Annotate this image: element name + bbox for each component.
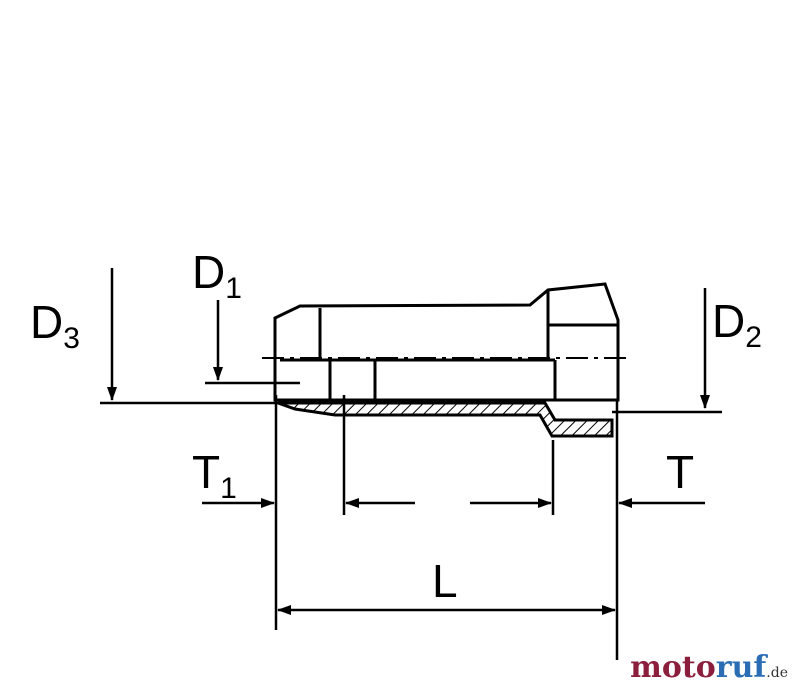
label-d3: D3: [30, 296, 80, 355]
reference-lines: [100, 381, 722, 660]
label-t: T: [666, 446, 694, 498]
label-t1: T1: [192, 446, 237, 505]
watermark-logo: motoruf.de: [630, 650, 788, 685]
label-d2: D2: [712, 295, 762, 354]
hatched-section: [277, 401, 614, 438]
label-d1: D1: [192, 246, 242, 305]
horizontal-arrows: [202, 498, 705, 615]
watermark-ruf: ruf: [715, 650, 767, 685]
socket-outline: [273, 282, 620, 402]
label-l: L: [432, 555, 458, 607]
watermark-tld: .de: [766, 665, 788, 681]
watermark-moto: moto: [630, 650, 716, 685]
vertical-arrows: [107, 268, 710, 409]
